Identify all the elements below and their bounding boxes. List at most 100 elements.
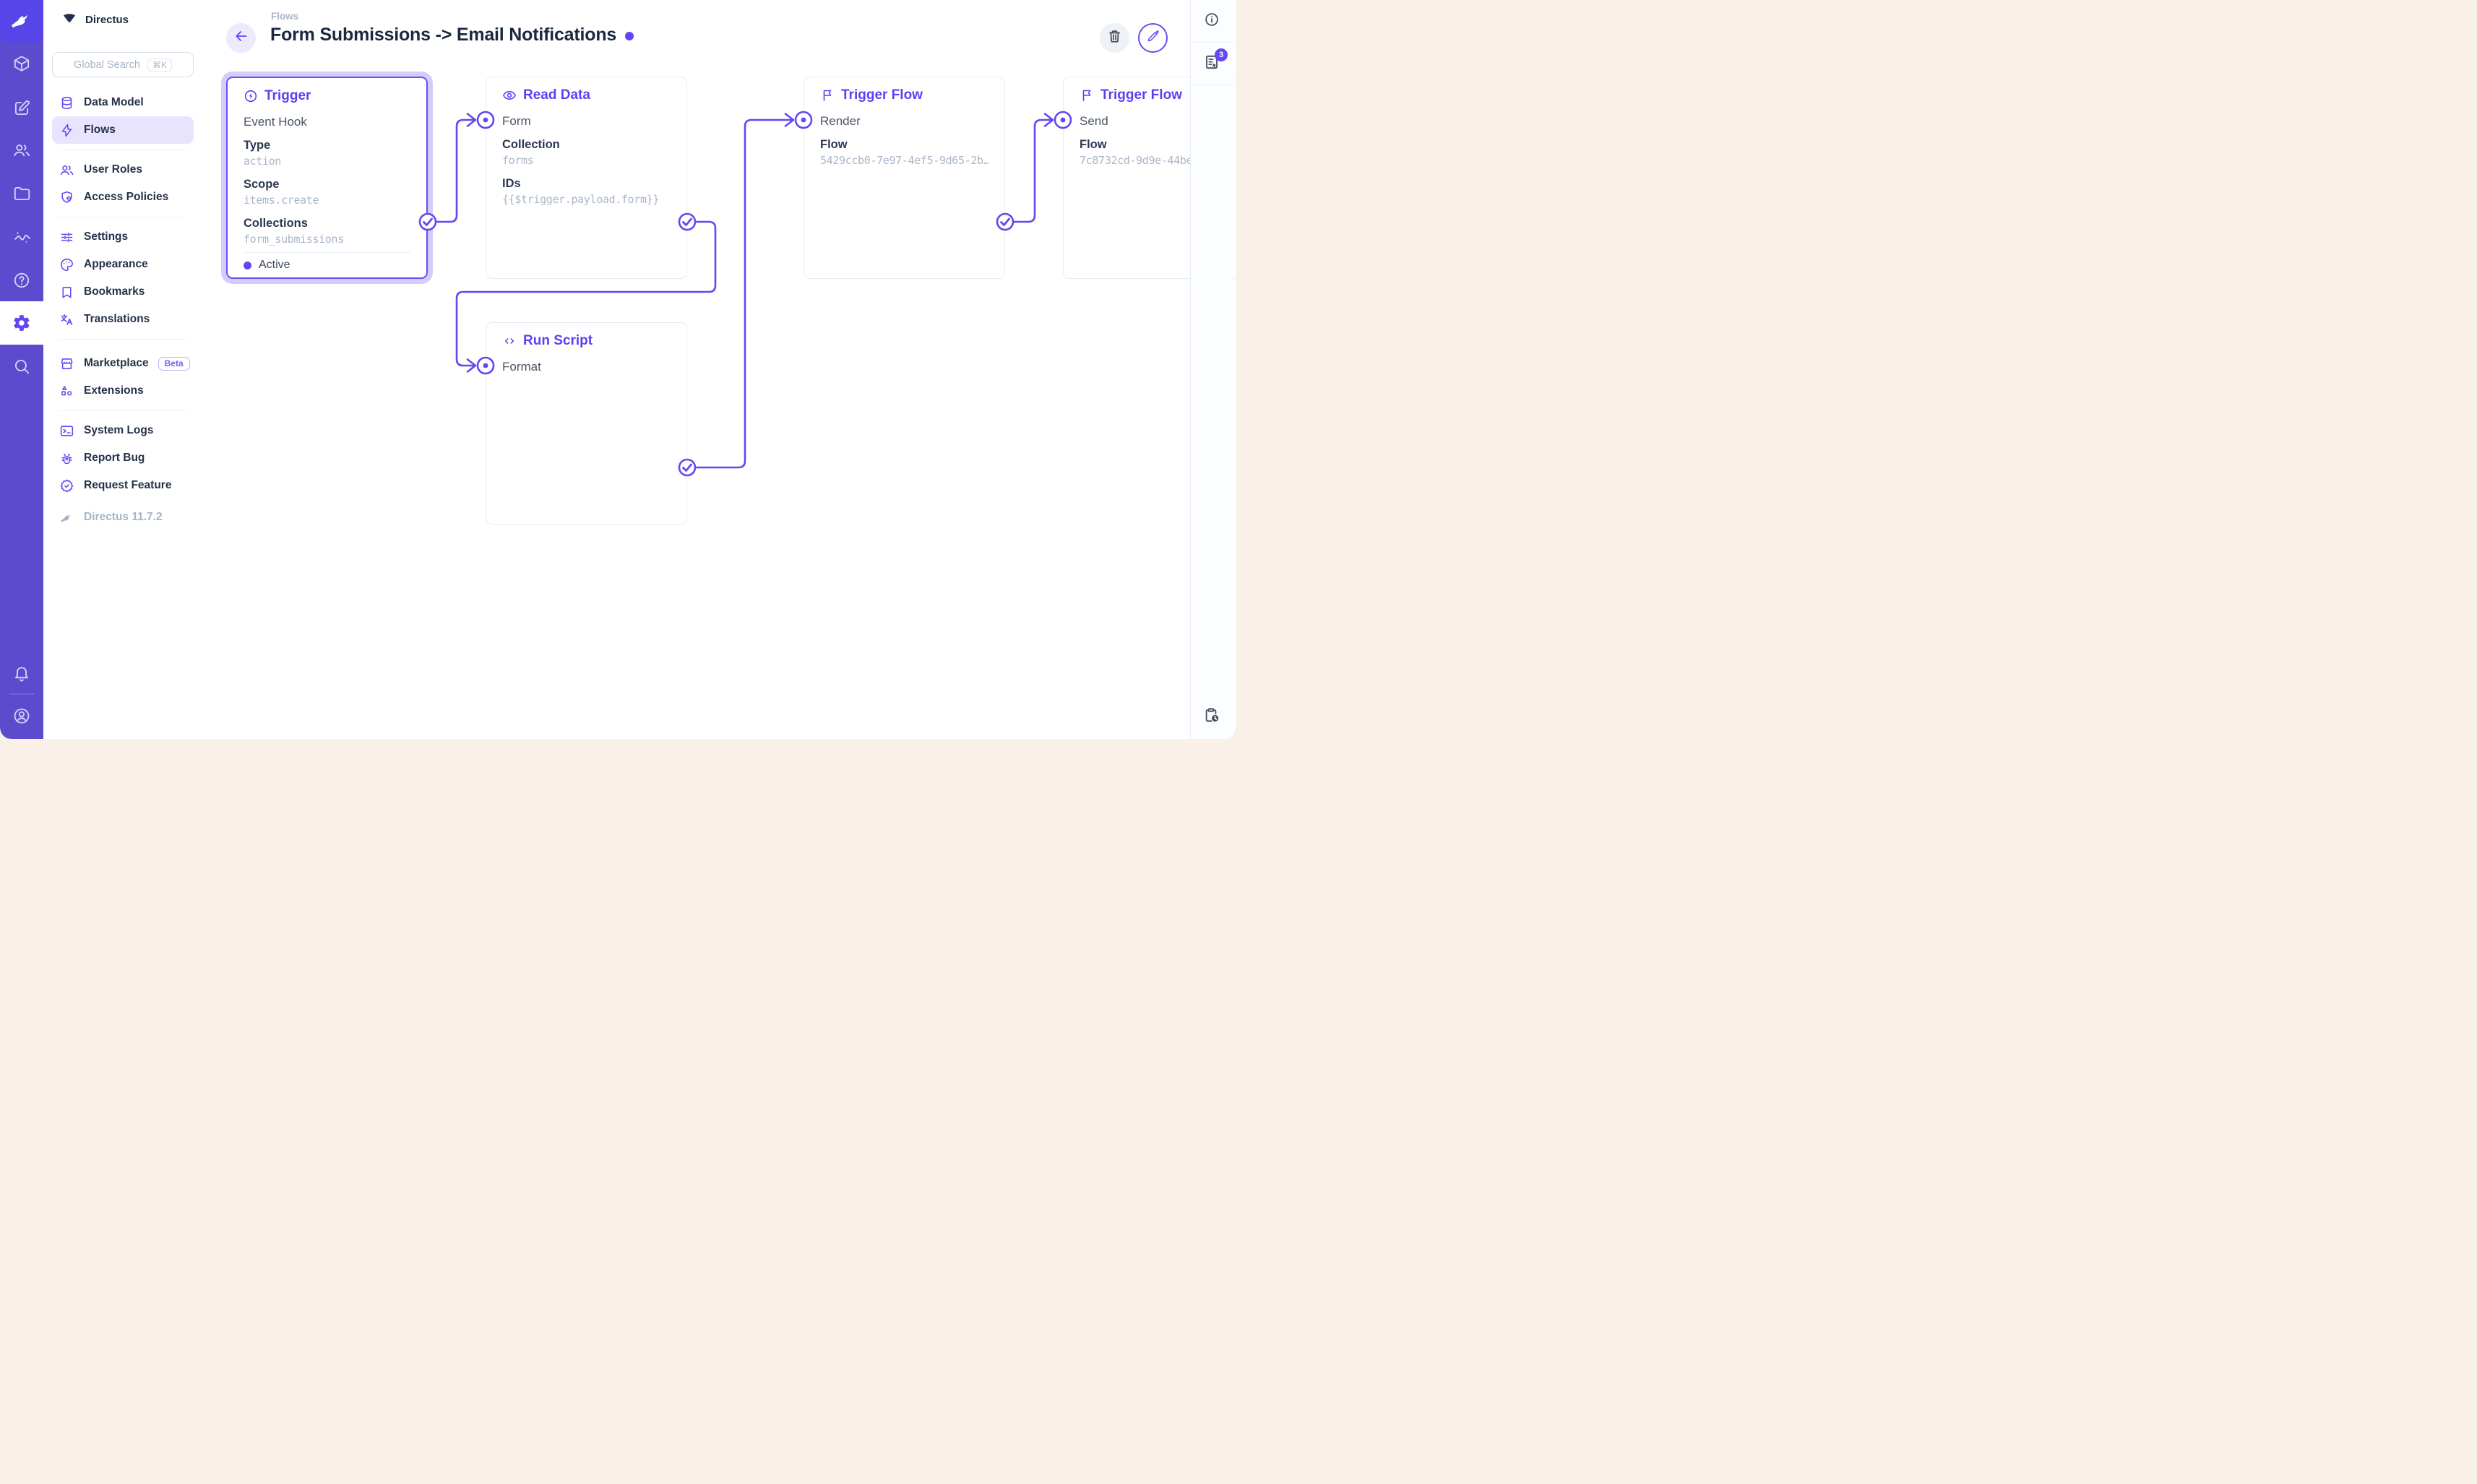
- shield-user-icon: [59, 190, 74, 205]
- panel-type: Trigger: [244, 88, 410, 104]
- eye-icon: [502, 88, 517, 103]
- module-profile[interactable]: [0, 694, 43, 738]
- flag-icon: [820, 88, 835, 103]
- sidebar-item-data-model[interactable]: Data Model: [52, 89, 194, 116]
- sidebar-item-request-feature[interactable]: Request Feature: [52, 472, 194, 499]
- panel-name: Form: [502, 114, 531, 128]
- module-insights[interactable]: [0, 215, 43, 259]
- field-label: Collections: [244, 217, 308, 230]
- sidebar-item-label: User Roles: [84, 163, 142, 176]
- sidebar-item-label: Extensions: [84, 384, 144, 397]
- terminal-icon: [59, 423, 74, 439]
- field-value: 7c8732cd-9d9e-44be: [1080, 154, 1193, 167]
- module-search[interactable]: [0, 345, 43, 388]
- notifications-log-toggle[interactable]: 3: [1191, 43, 1233, 85]
- rabbit-icon: [59, 510, 74, 525]
- panel-name: Render: [820, 114, 861, 128]
- module-users[interactable]: [0, 129, 43, 172]
- status-label: Active: [259, 259, 290, 271]
- beta-badge: Beta: [158, 356, 190, 371]
- module-files[interactable]: [0, 172, 43, 215]
- search-shortcut-key: ⌘K: [147, 58, 172, 72]
- info-icon: [1204, 12, 1220, 31]
- extension-icon: [59, 384, 74, 399]
- people-icon: [12, 141, 31, 160]
- panel-name: Format: [502, 360, 541, 374]
- field-label: IDs: [502, 177, 521, 190]
- insights-icon: [12, 228, 31, 246]
- field-label: Collection: [502, 138, 560, 151]
- rabbit-icon: [9, 7, 35, 37]
- sidebar-item-flows[interactable]: Flows: [52, 116, 194, 144]
- info-sidebar-toggle[interactable]: [1191, 0, 1233, 43]
- sidebar-item-label: Report Bug: [84, 452, 145, 464]
- module-editor[interactable]: [0, 87, 43, 130]
- panel-type-label: Trigger Flow: [841, 87, 923, 103]
- pencil-icon: [1146, 29, 1160, 47]
- project-switcher[interactable]: Directus: [43, 0, 202, 39]
- panel-type: Run Script: [502, 333, 671, 349]
- module-notifications[interactable]: [0, 652, 43, 696]
- edit-flow-button[interactable]: [1138, 23, 1168, 53]
- verified-icon: [59, 478, 74, 493]
- database-icon: [59, 95, 74, 111]
- directus-logo[interactable]: [0, 0, 43, 43]
- sidebar-item-label: Appearance: [84, 258, 148, 270]
- folder-icon: [12, 184, 31, 203]
- module-settings[interactable]: [0, 301, 43, 345]
- module-content[interactable]: [0, 42, 43, 85]
- panel-type-label: Trigger Flow: [1100, 87, 1182, 103]
- field-value: items.create: [244, 194, 319, 207]
- active-status-dot: [244, 261, 251, 269]
- translate-icon: [59, 312, 74, 327]
- project-icon: [61, 12, 77, 27]
- help-icon: [12, 271, 31, 290]
- panel-field: Scope items.create: [244, 176, 410, 208]
- sidebar-item-label: Translations: [84, 313, 150, 325]
- sidebar-item-system-logs[interactable]: System Logs: [52, 417, 194, 444]
- bolt-circle-icon: [244, 89, 258, 103]
- delete-flow-button[interactable]: [1100, 23, 1129, 53]
- account-icon: [12, 707, 31, 725]
- back-button[interactable]: [226, 23, 256, 53]
- panel-name: Event Hook: [244, 115, 307, 129]
- sidebar-item-label: Bookmarks: [84, 285, 145, 298]
- storefront-icon: [59, 356, 74, 371]
- sidebar-item-appearance[interactable]: Appearance: [52, 251, 194, 278]
- field-value: 5429ccb0-7e97-4ef5-9d65-2b…: [820, 154, 988, 167]
- global-search-placeholder: Global Search: [74, 59, 140, 71]
- panel-type: Trigger Flow: [820, 87, 988, 103]
- flag-icon: [1080, 88, 1094, 103]
- panel-field: Flow 5429ccb0-7e97-4ef5-9d65-2b…: [820, 137, 988, 168]
- page-title: Form Submissions -> Email Notifications: [270, 25, 617, 45]
- trash-icon: [1107, 29, 1122, 48]
- panel-footer: Active: [244, 252, 410, 277]
- global-search-input[interactable]: Global Search ⌘K: [52, 52, 194, 77]
- sidebar-item-bookmarks[interactable]: Bookmarks: [52, 278, 194, 306]
- sidebar-item-settings[interactable]: Settings: [52, 223, 194, 251]
- sidebar-item-access-policies[interactable]: Access Policies: [52, 184, 194, 211]
- gear-icon: [12, 314, 31, 332]
- palette-icon: [59, 257, 74, 272]
- project-name: Directus: [85, 13, 129, 26]
- pending-revisions-button[interactable]: [1191, 707, 1233, 728]
- sidebar-item-extensions[interactable]: Extensions: [52, 377, 194, 405]
- sidebar-item-translations[interactable]: Translations: [52, 306, 194, 333]
- field-label: Scope: [244, 178, 280, 191]
- bug-icon: [59, 451, 74, 466]
- field-label: Flow: [820, 138, 848, 151]
- nav-divider: [59, 410, 186, 411]
- sidebar-item-report-bug[interactable]: Report Bug: [52, 444, 194, 472]
- sidebar-item-user-roles[interactable]: User Roles: [52, 156, 194, 184]
- sidebar-item-label: Settings: [84, 230, 129, 243]
- module-docs[interactable]: [0, 259, 43, 302]
